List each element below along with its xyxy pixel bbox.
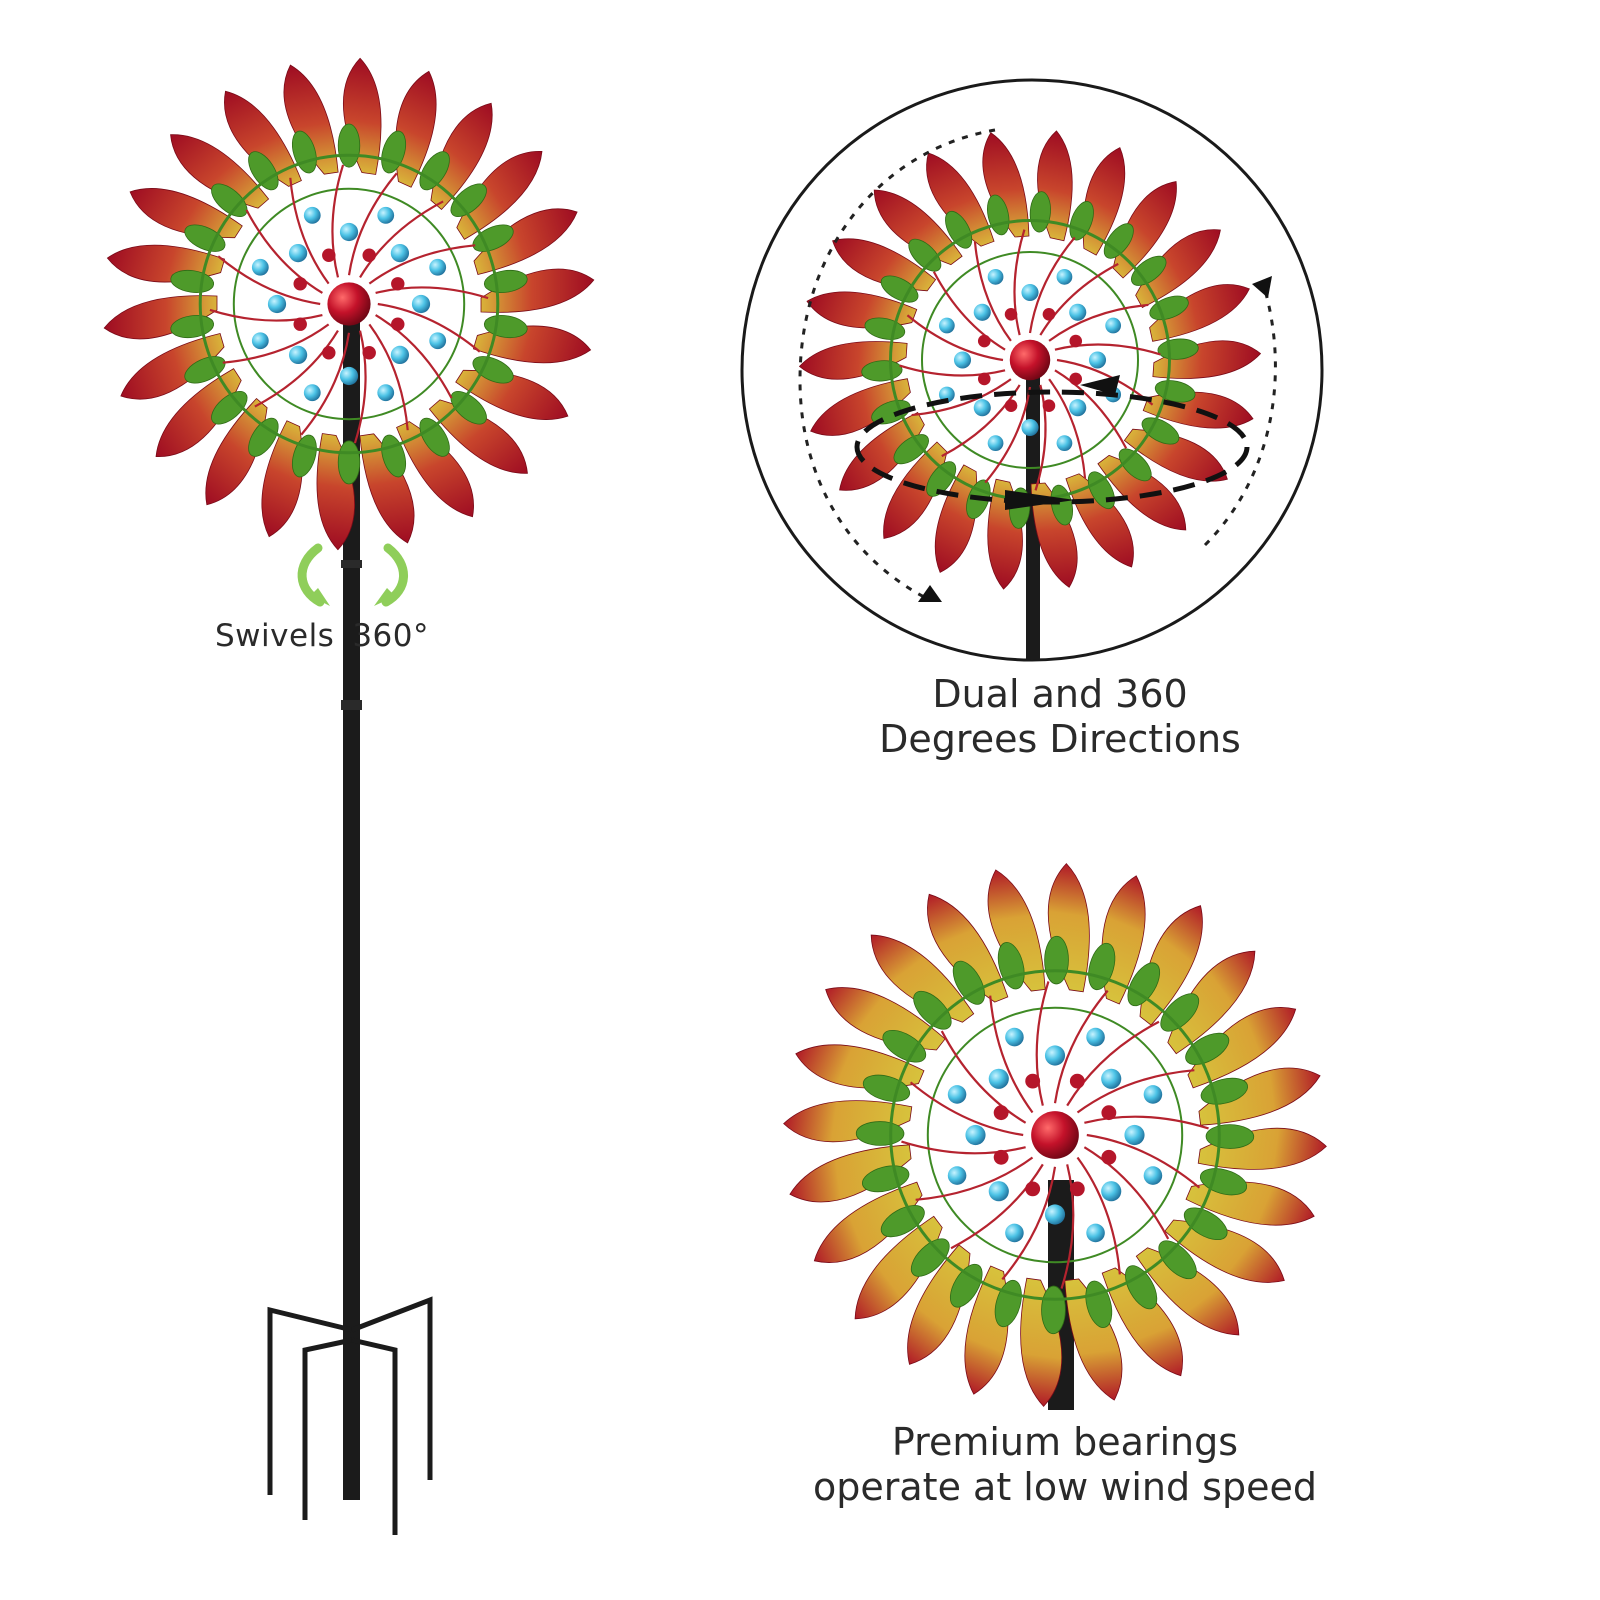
- swivel-caption-word: Swivels: [215, 618, 335, 654]
- swivel-caption-degrees: 360°: [352, 618, 429, 654]
- bearing-closeup: [783, 863, 1327, 1410]
- bearings-caption: Premium bearings operate at low wind spe…: [790, 1420, 1340, 1510]
- rotate-arrows-icon: [297, 543, 408, 607]
- swivel-caption: Swivels 360°: [215, 618, 429, 655]
- stake: [267, 320, 433, 1535]
- spinner-wheel-zoom: [798, 130, 1262, 590]
- directions-caption-line2: Degrees Directions: [879, 716, 1241, 761]
- bearings-caption-line1: Premium bearings: [891, 1420, 1239, 1464]
- directions-caption: Dual and 360 Degrees Directions: [850, 672, 1270, 762]
- dashed-rotation-arrows-icon: [798, 128, 1277, 602]
- directions-caption-line1: Dual and 360: [932, 672, 1188, 716]
- spinner-wheel-full: [103, 57, 595, 551]
- bearings-caption-line2: operate at low wind speed: [813, 1464, 1317, 1509]
